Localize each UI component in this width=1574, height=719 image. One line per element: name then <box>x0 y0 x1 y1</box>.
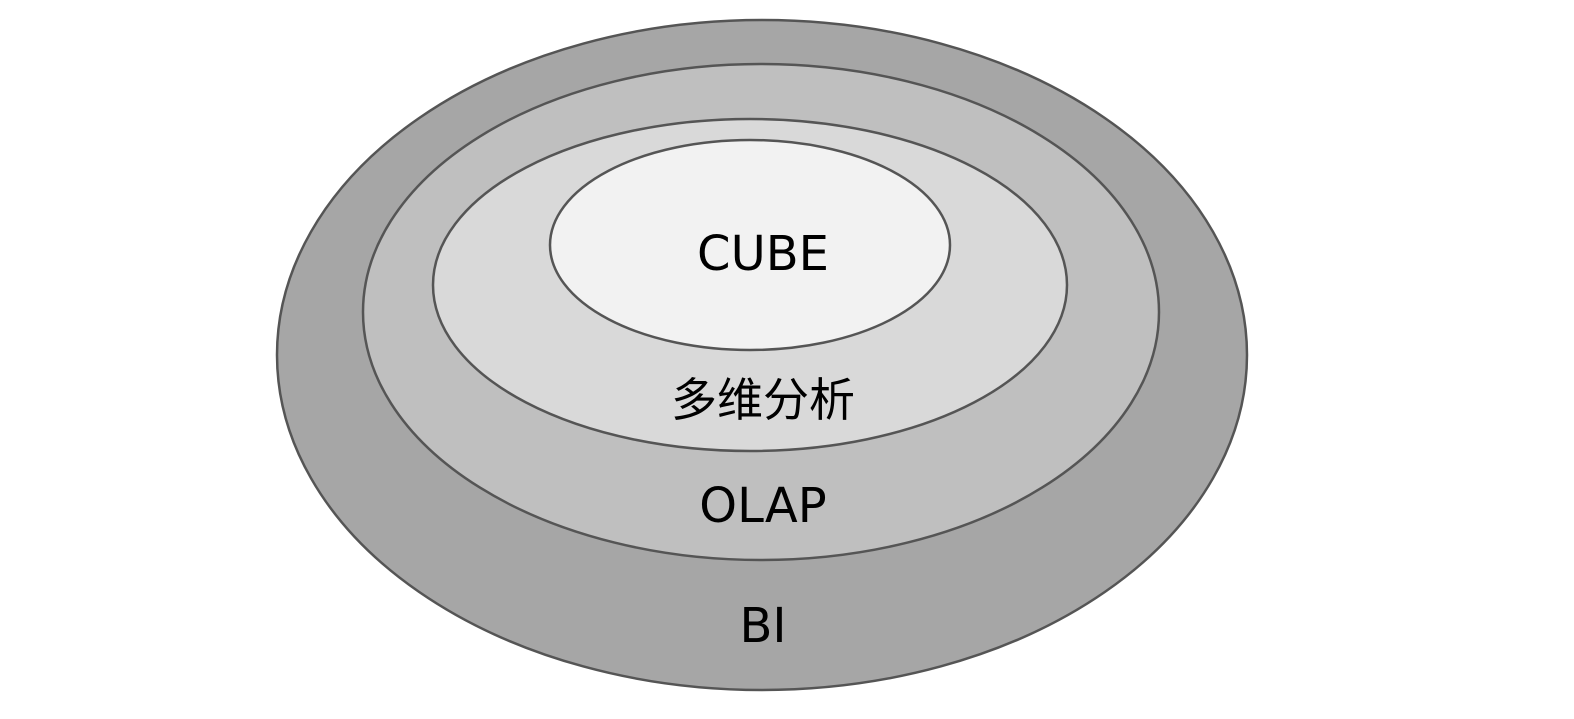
layer-cube <box>548 138 952 352</box>
cube-ellipse <box>548 138 952 352</box>
cube-label: CUBE <box>697 226 829 282</box>
bi-label: BI <box>739 598 786 654</box>
olap-label: OLAP <box>699 478 826 534</box>
multidimensional-analysis-label: 多维分析 <box>671 373 855 427</box>
